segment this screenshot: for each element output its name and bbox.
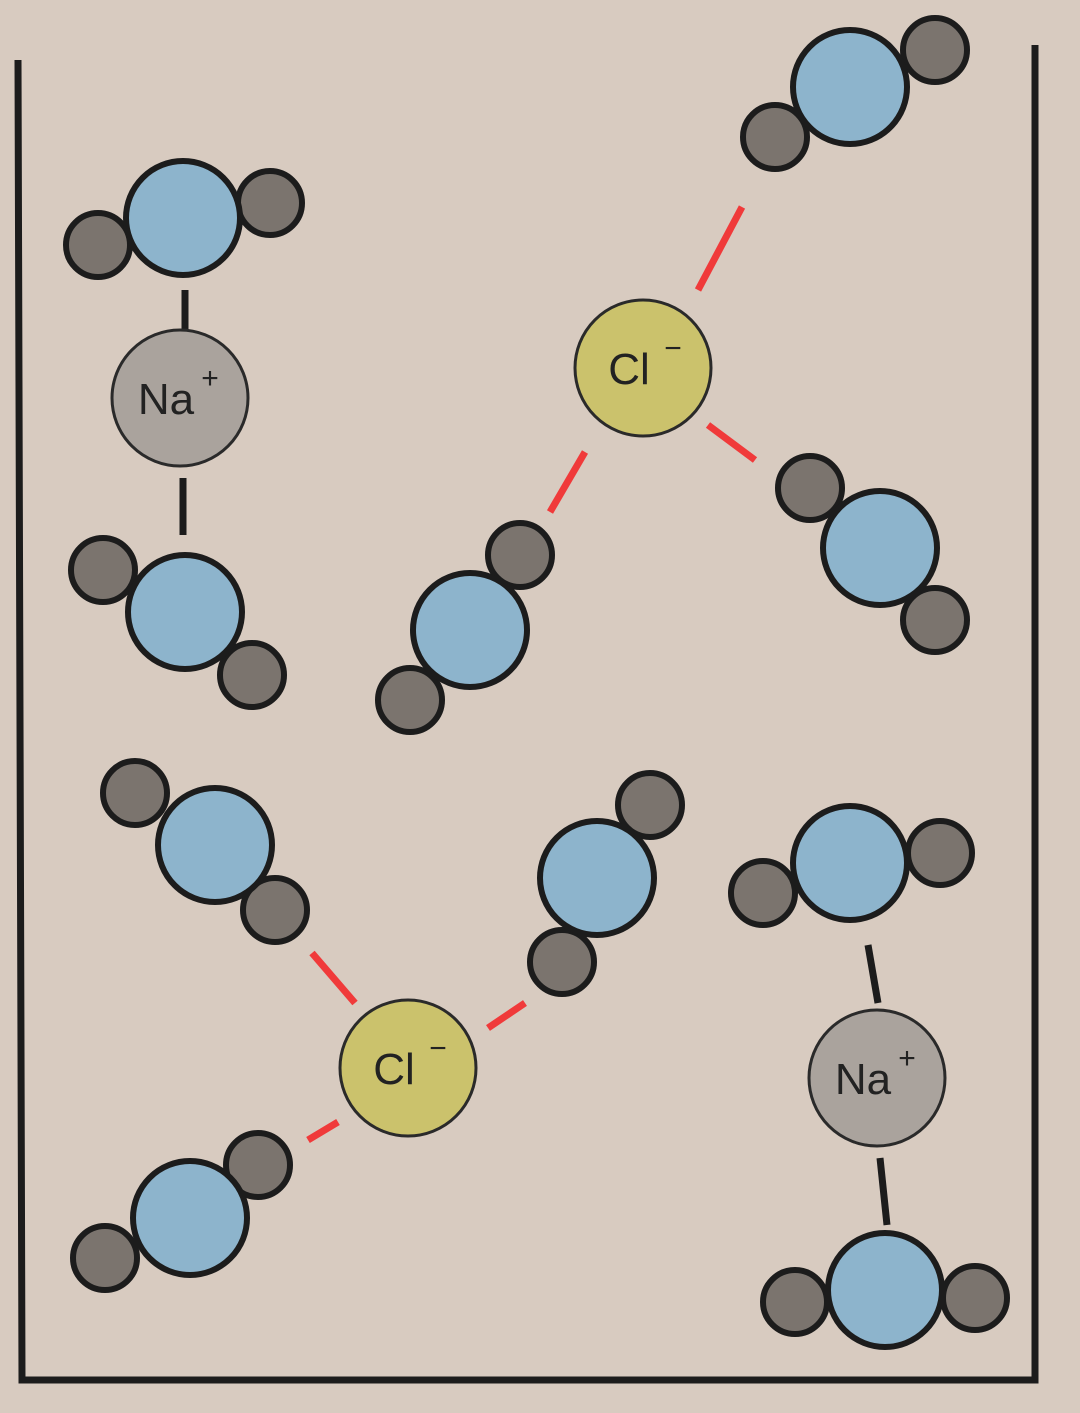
beaker-outline	[14, 45, 1039, 1384]
ion-charge: +	[898, 1042, 916, 1075]
water-molecule	[63, 158, 305, 280]
hydrogen-atom	[775, 453, 845, 523]
chloride-ion: Cl−	[573, 298, 713, 438]
sodium-ion: Na+	[110, 328, 250, 468]
hydrogen-atom	[728, 858, 798, 928]
oxygen-atom	[130, 1158, 250, 1278]
hydrogen-atom	[905, 818, 975, 888]
water-molecule	[68, 535, 287, 710]
hydrogen-atom	[615, 770, 685, 840]
hydrogen-atom	[740, 102, 810, 172]
oxygen-atom	[790, 27, 910, 147]
sodium-water-attraction	[876, 1157, 891, 1226]
oxygen-atom	[825, 1230, 945, 1350]
hydrogen-atom	[375, 665, 445, 735]
hydrogen-atom	[63, 210, 133, 280]
hydrogen-atom	[900, 15, 970, 85]
chloride-water-attraction	[309, 950, 358, 1006]
water-molecule	[375, 520, 555, 735]
chloride-water-attraction	[486, 1000, 527, 1031]
hydrogen-atom	[760, 1267, 830, 1337]
sodium-ion-body	[110, 328, 250, 468]
hydrogen-atom	[527, 927, 597, 997]
ion-symbol: Na	[835, 1055, 892, 1104]
oxygen-atom	[123, 158, 243, 278]
hydrogen-atom	[485, 520, 555, 590]
sodium-water-attraction	[864, 944, 882, 1004]
water-molecule	[760, 1230, 1010, 1350]
ion-symbol: Na	[138, 375, 195, 424]
oxygen-atom	[537, 818, 657, 938]
ion-symbol: Cl	[608, 345, 650, 394]
oxygen-atom	[410, 570, 530, 690]
sodium-ion: Na+	[807, 1008, 947, 1148]
ion-charge: −	[429, 1032, 447, 1065]
water-molecule	[740, 15, 970, 172]
chloride-ion-body	[573, 298, 713, 438]
chloride-ion: Cl−	[338, 998, 478, 1138]
oxygen-atom	[125, 552, 245, 672]
hydrogen-atom	[240, 875, 310, 945]
hydrogen-atom	[217, 640, 287, 710]
oxygen-atom	[790, 803, 910, 923]
hydrogen-atom	[235, 168, 305, 238]
water-molecule	[100, 758, 310, 945]
chloride-water-attraction	[694, 205, 746, 292]
chloride-ion-body	[338, 998, 478, 1138]
chloride-water-attraction	[546, 450, 589, 514]
sodium-ion-body	[807, 1008, 947, 1148]
oxygen-atom	[155, 785, 275, 905]
ion-symbol: Cl	[373, 1045, 415, 1094]
ion-charge: +	[201, 362, 219, 395]
ion-charge: −	[664, 332, 682, 365]
chloride-water-attraction	[705, 422, 758, 463]
chloride-water-attraction	[306, 1118, 340, 1144]
hydrogen-atom	[223, 1130, 293, 1200]
hydrogen-atom	[940, 1263, 1010, 1333]
oxygen-atom	[820, 488, 940, 608]
hydrogen-atom	[900, 585, 970, 655]
hydrogen-atom	[68, 535, 138, 605]
water-molecule	[527, 770, 685, 997]
hydrogen-atom	[100, 758, 170, 828]
water-molecule	[728, 803, 975, 928]
hydrogen-atom	[70, 1223, 140, 1293]
water-molecule	[775, 453, 970, 655]
water-molecule	[70, 1130, 293, 1293]
